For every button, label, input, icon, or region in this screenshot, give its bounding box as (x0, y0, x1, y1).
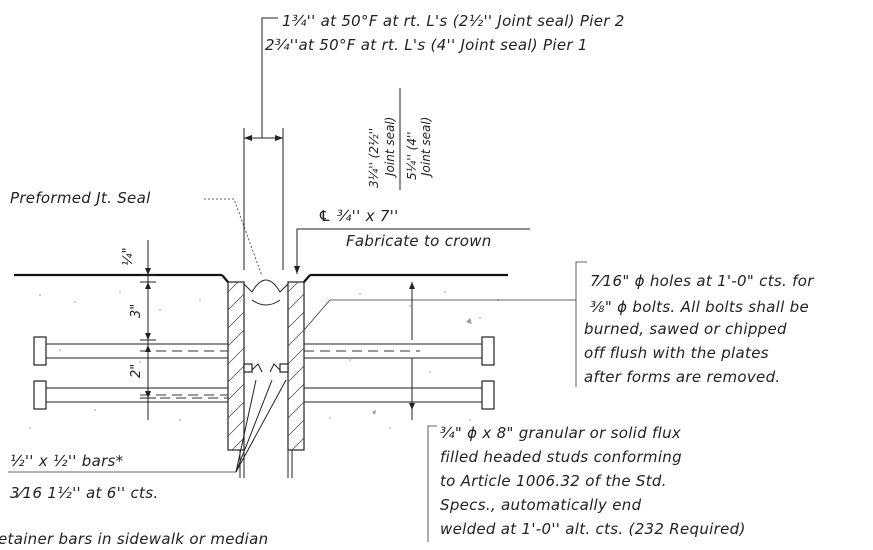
retainer-note: etainer bars in sidewalk or median (0, 530, 268, 548)
arrow-icon (244, 135, 252, 141)
opening-note-line1: 1¾'' at 50°F at rt. L's (2½'' Joint seal… (282, 12, 625, 30)
retainer-bar-right (279, 363, 289, 373)
seal-web-right (269, 363, 283, 373)
weld-leader-2 (235, 379, 287, 473)
concrete-texture (29, 291, 499, 429)
preformed-seal-label: Preformed Jt. Seal (10, 189, 151, 207)
dim-two: 2" (129, 364, 144, 378)
plate-size-label: ℄ ¾'' x 7'' (318, 207, 399, 225)
studs-note-line2: filled headed studs conforming (440, 448, 682, 466)
arrow-icon (294, 266, 300, 274)
fabricate-label: Fabricate to crown (346, 232, 492, 250)
weld-label: 3⁄16 1½'' at 6'' cts. (10, 484, 158, 502)
arrow-icon (409, 403, 415, 410)
opening-note-line2: 2¾''at 50°F at rt. L's (4'' Joint seal) … (265, 36, 588, 54)
arrow-icon (145, 282, 151, 289)
arrow-icon (145, 345, 151, 352)
weld-leader (235, 379, 273, 473)
arrow-icon (275, 135, 283, 141)
seal-depth-a2: Joint seal) (383, 117, 397, 178)
deck-chamfer-left (221, 274, 229, 283)
studs-right (304, 336, 495, 410)
opening-leader (261, 17, 278, 138)
retainer-bar-left (243, 363, 253, 373)
holes-note-line2: ⅜" ϕ bolts. All bolts shall be (590, 298, 809, 316)
studs-note-line3: to Article 1006.32 of the Std. (440, 472, 667, 490)
arrow-icon (145, 268, 151, 275)
holes-leader (303, 299, 576, 331)
studs-left (33, 336, 228, 410)
preformed-seal-body (251, 299, 281, 306)
seal-depth-b2: Joint seal) (419, 117, 433, 178)
seal-depth-b: 5¼'' (4'' (405, 131, 419, 180)
arrow-icon (409, 282, 415, 289)
studs-note-line1: ¾" ϕ x 8" granular or solid flux (440, 424, 681, 442)
dim-three: 3" (129, 304, 144, 318)
bars-label: ½'' x ½'' bars* (10, 452, 124, 470)
studs-note-line4: Specs., automatically end (440, 496, 642, 514)
holes-note-line3: burned, sawed or chipped (584, 320, 787, 338)
plate-leader (296, 228, 530, 274)
studs-bracket (427, 425, 437, 542)
preformed-seal-leader (204, 198, 263, 277)
holes-bracket (575, 261, 587, 387)
seal-web-left (249, 363, 263, 373)
aggregate-mark (372, 410, 376, 415)
studs-note-line5: welded at 1'-0'' alt. cts. (232 Required… (440, 520, 746, 538)
aggregate-mark (466, 318, 472, 324)
arrow-icon (145, 333, 151, 340)
holes-note-line5: after forms are removed. (584, 368, 780, 386)
bars-leader (235, 379, 257, 473)
arrow-icon (145, 391, 151, 398)
seal-depth-a: 3¼'' (2½'' (367, 128, 381, 188)
holes-note-line4: off flush with the plates (584, 344, 769, 362)
holes-note-line1: 7⁄16" ϕ holes at 1'-0" cts. for (590, 272, 814, 290)
preformed-seal-top (243, 279, 289, 293)
dim-quarter: ¼" (121, 247, 136, 266)
deck-chamfer-right (303, 274, 311, 283)
